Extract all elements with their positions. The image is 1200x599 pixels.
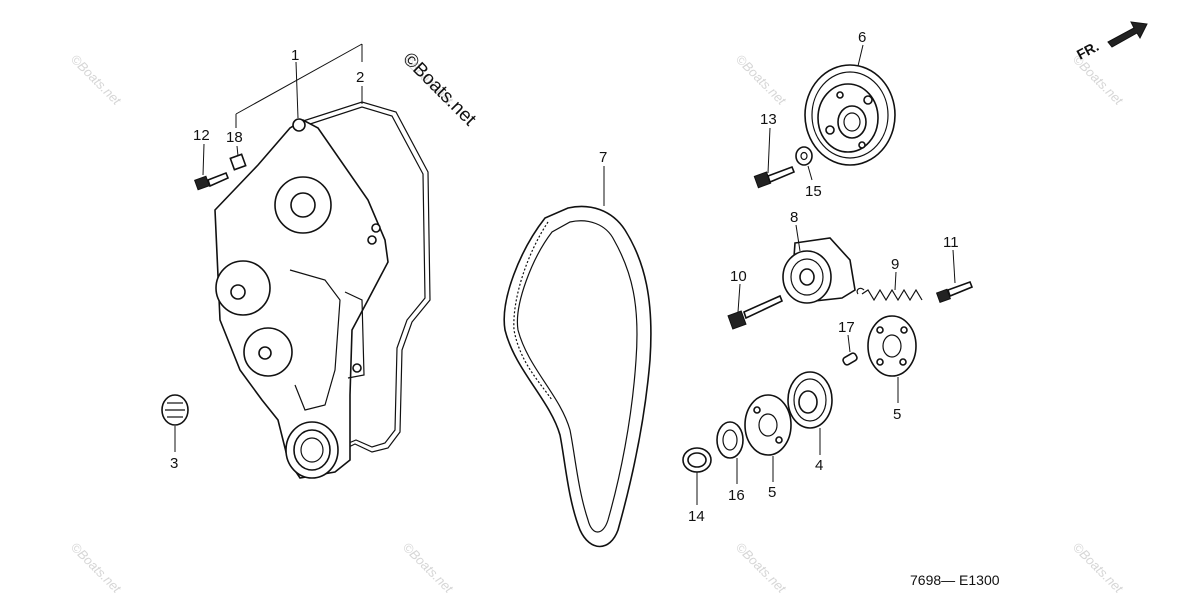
guide-plate-right [867, 315, 917, 377]
callout-9: 9 [891, 256, 899, 273]
callouts: 1 2 3 4 5 5 6 7 8 9 10 11 12 13 14 15 16… [170, 29, 959, 525]
watermark-3: ©Boats.net [733, 52, 790, 109]
washer-16 [716, 421, 744, 459]
timing-belt [503, 205, 652, 548]
callout-10: 10 [730, 268, 747, 285]
callout-7: 7 [599, 149, 607, 166]
callout-5-right: 5 [893, 406, 901, 423]
front-direction-indicator: FR. [1074, 21, 1148, 63]
guide-plate-left [744, 394, 792, 456]
callout-8: 8 [790, 209, 798, 226]
copyright-label: ©Boats.net [398, 49, 480, 131]
watermark-5: ©Boats.net [68, 540, 125, 597]
washer-15 [795, 146, 813, 166]
cap [161, 394, 189, 426]
callout-18: 18 [226, 129, 243, 146]
callout-1: 1 [291, 47, 299, 64]
direction-arrow-icon [1107, 21, 1148, 48]
leader-lines [174, 43, 956, 505]
callout-12: 12 [193, 127, 210, 144]
spring [856, 287, 923, 302]
watermark-4: ©Boats.net [1070, 52, 1127, 109]
callout-17: 17 [838, 319, 855, 336]
bolt-13 [753, 165, 796, 189]
callout-15: 15 [805, 183, 822, 200]
bolt-10 [727, 294, 784, 330]
watermark-6: ©Boats.net [400, 540, 457, 597]
key-17 [842, 352, 858, 366]
callout-14: 14 [688, 508, 705, 525]
diagram-code: 7698— E1300 [910, 572, 1000, 588]
callout-5-left: 5 [768, 484, 776, 501]
drive-sprocket [787, 371, 833, 429]
callout-11: 11 [943, 234, 959, 251]
callout-16: 16 [728, 487, 745, 504]
oil-seal [682, 447, 712, 473]
watermark-7: ©Boats.net [733, 540, 790, 597]
watermark-8: ©Boats.net [1070, 540, 1127, 597]
stud-11 [935, 280, 974, 304]
watermark-1: ©Boats.net [68, 52, 125, 109]
pulley [804, 64, 896, 166]
callout-3: 3 [170, 455, 178, 472]
timing-belt-cover [214, 118, 389, 479]
callout-2: 2 [356, 69, 364, 86]
dowel-18 [229, 153, 247, 171]
callout-6: 6 [858, 29, 866, 46]
callout-4: 4 [815, 457, 823, 474]
callout-13: 13 [760, 111, 777, 128]
bolt-12 [194, 171, 230, 191]
tensioner [782, 237, 856, 304]
